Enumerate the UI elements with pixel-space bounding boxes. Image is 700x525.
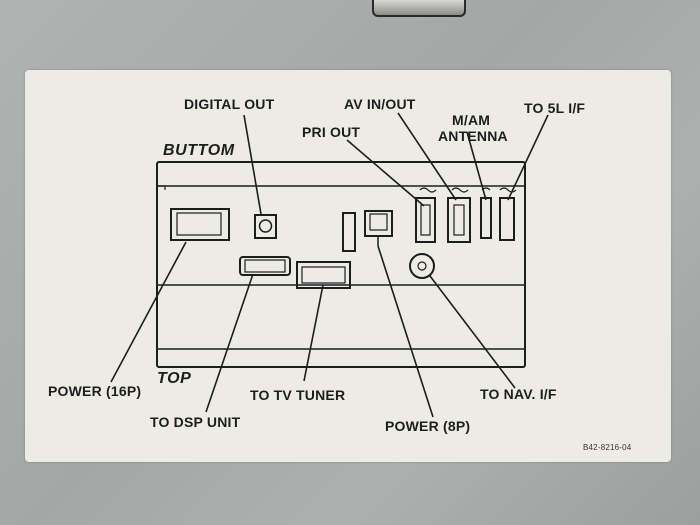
power-16p-connector: [170, 208, 230, 241]
leader-power-8p: [377, 245, 434, 418]
pri-out-jack-inner: [420, 204, 431, 236]
power-8p-inner: [369, 213, 388, 231]
label-power-16p: POWER (16P): [48, 383, 142, 399]
leader-to-5l-if: [507, 114, 549, 201]
part-number: B42-8216-04: [583, 443, 632, 452]
av-in-out-jack-inner: [453, 204, 465, 236]
label-to-tv-tuner: TO TV TUNER: [250, 387, 346, 403]
leader-av-in-out: [397, 112, 457, 201]
label-power-8p: POWER (8P): [385, 418, 471, 434]
label-av-in-out: AV IN/OUT: [344, 96, 416, 112]
leader-digital-out: [243, 114, 262, 215]
side-label-top: TOP: [157, 370, 192, 387]
digital-out-connector: [254, 214, 277, 239]
power-16p-inner: [176, 212, 222, 236]
cable-break-marks: [419, 187, 517, 193]
to-5l-if-jack: [499, 197, 515, 241]
leader-pri-out: [346, 139, 425, 207]
label-to-dsp-unit: TO DSP UNIT: [150, 414, 241, 430]
tv-tuner-inner: [301, 266, 346, 284]
leader-power-16p: [110, 241, 187, 383]
label-to-nav-if: TO NAV. I/F: [480, 386, 557, 402]
leader-antenna: [466, 131, 487, 201]
av-in-out-jack: [447, 197, 471, 243]
sticker-label: [25, 70, 671, 462]
tv-tuner-connector: [296, 261, 351, 289]
label-to-5l-if: TO 5L I/F: [524, 100, 586, 116]
label-digital-out: DIGITAL OUT: [184, 96, 275, 112]
label-fm-am: M/AM: [452, 112, 491, 128]
power-8p-connector: [364, 210, 393, 237]
side-label-bottom: BUTTOM: [163, 142, 235, 159]
label-pri-out: PRI OUT: [302, 124, 361, 140]
dsp-unit-inner: [244, 259, 286, 273]
fuse-slot: [342, 212, 356, 252]
label-antenna: ANTENNA: [438, 128, 508, 144]
pri-out-jack: [415, 197, 436, 243]
nav-if-connector: [409, 253, 435, 279]
digital-out-jack: [258, 219, 273, 233]
dsp-unit-connector: [239, 256, 291, 276]
nav-if-pin-center: [417, 261, 427, 271]
antenna-jack: [480, 197, 492, 239]
leader-dsp-unit: [205, 273, 254, 413]
mounting-clip: [372, 0, 466, 17]
leader-tv-tuner: [303, 284, 324, 382]
unit-left-step: [157, 185, 166, 190]
unit-outline: [156, 161, 526, 368]
leader-nav-if: [429, 275, 516, 389]
